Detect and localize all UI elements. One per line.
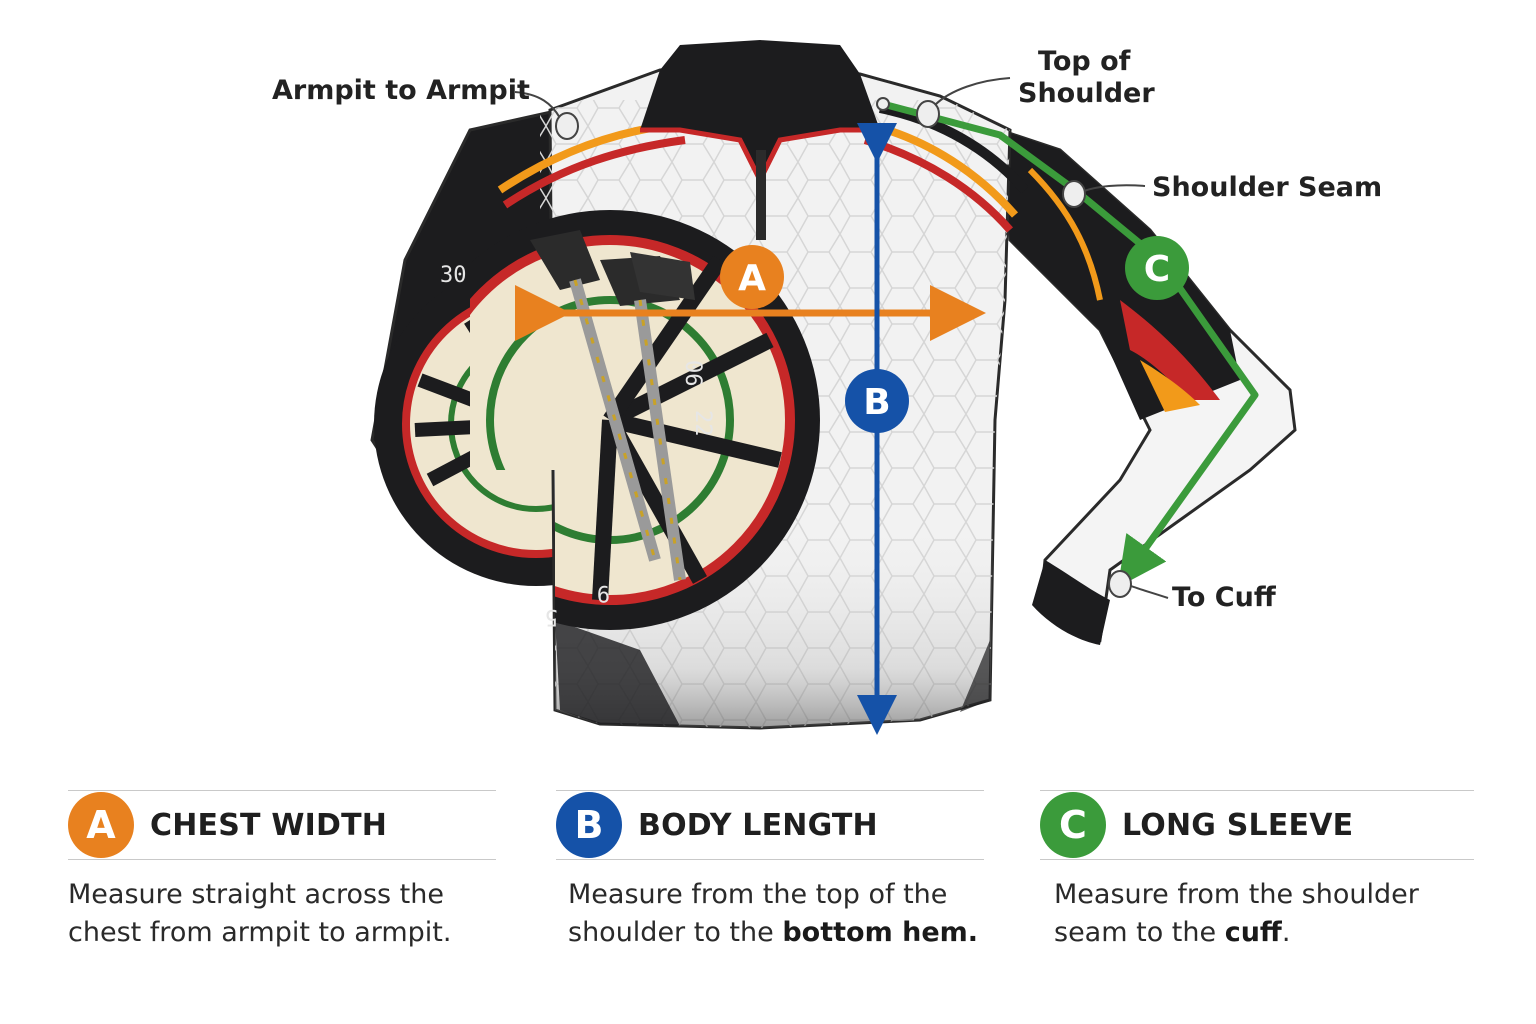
long-sleeve [998,127,1297,645]
card-description-line-1: Measure straight across the [68,879,444,910]
marker-c-label: C [1144,249,1170,290]
card-description-text: seam to the [1054,917,1225,948]
legend-card-body-length: B BODY LENGTH Measure from the top of th… [556,790,984,952]
dartboard-number: 22 [690,410,715,437]
marker-c: C [1125,236,1189,300]
legend-card-chest-width: A CHEST WIDTH Measure straight across th… [68,790,496,952]
callout-pins [514,77,1169,599]
card-description-emphasis: bottom hem. [782,917,979,948]
shirt-diagram: 30 10 06 22 9 [370,40,1297,735]
marker-a: A [720,245,784,309]
card-title: BODY LENGTH [638,807,878,843]
card-description-emphasis: cuff [1224,917,1282,948]
marker-a-label: A [738,258,766,299]
callout-to-cuff: To Cuff [1172,582,1276,613]
card-title: LONG SLEEVE [1122,807,1354,843]
measure-c-line [882,100,1259,588]
marker-b: B [845,369,909,433]
callout-shoulder-seam: Shoulder Seam [1152,172,1383,203]
divider [556,859,984,860]
badge-a: A [68,792,134,858]
card-description: Measure straight across the chest from a… [68,876,496,952]
divider [68,790,496,791]
card-description-line-1: Measure from the shoulder [1054,879,1419,910]
divider [1040,859,1474,860]
dartboard-number: 06 [680,360,705,387]
card-description-line-2: chest from armpit to armpit. [68,917,452,948]
card-description-tail: . [1281,917,1291,948]
card-description-text: shoulder to the [568,917,783,948]
card-description: Measure from the top of the shoulder to … [556,876,984,952]
badge-c: C [1040,792,1106,858]
callout-top-of-shoulder-line-1: Top of [1038,46,1131,77]
card-description-line-1: Measure from the top of the [568,879,948,910]
card-description: Measure from the shoulder seam to the cu… [1040,876,1474,952]
callout-armpit: Armpit to Armpit [272,75,530,106]
callout-top-of-shoulder-line-2: Shoulder [1018,78,1155,109]
legend-card-long-sleeve: C LONG SLEEVE Measure from the shoulder … [1040,790,1474,952]
dartboard-number: 9 [597,580,610,605]
card-description-line-2: seam to the cuff. [1054,914,1474,952]
callout-top-of-shoulder: Top of Shoulder [1018,46,1155,110]
divider [1040,790,1474,791]
dartboard-number: 5 [545,604,558,629]
card-title: CHEST WIDTH [150,807,388,843]
divider [68,859,496,860]
badge-b: B [556,792,622,858]
card-description-line-2: shoulder to the bottom hem. [568,914,984,952]
divider [556,790,984,791]
dartboard-number: 30 [440,263,467,288]
marker-b-label: B [863,382,890,423]
